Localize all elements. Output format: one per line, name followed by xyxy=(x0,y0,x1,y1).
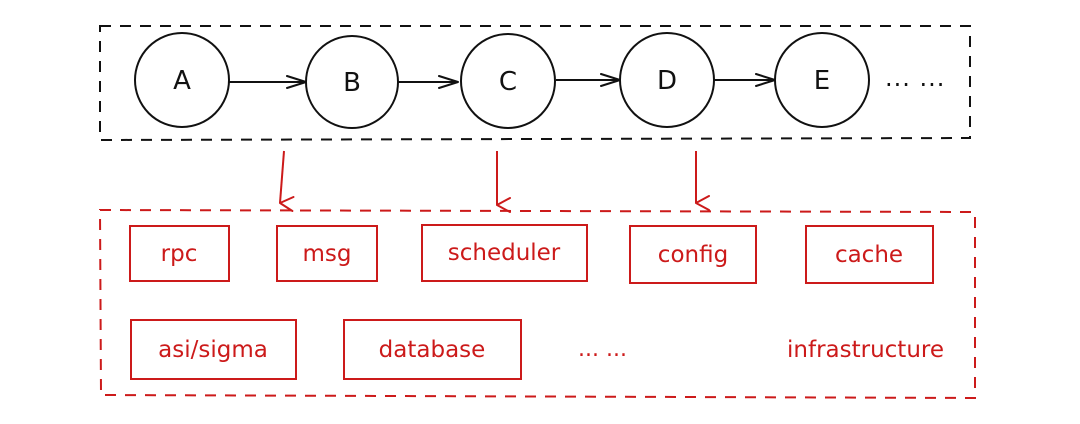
infra-box-config: config xyxy=(629,225,757,284)
infra-box-config-border xyxy=(629,225,757,284)
infra-ellipsis: ... ... xyxy=(578,337,627,362)
infra-box-scheduler-border xyxy=(421,224,588,282)
chain-node-e: E xyxy=(774,32,870,128)
infra-box-asi-sigma-label: asi/sigma xyxy=(158,337,268,363)
infra-box-rpc-border xyxy=(129,225,230,282)
infra-box-msg-label: msg xyxy=(303,241,352,267)
infra-box-rpc-label: rpc xyxy=(161,241,198,267)
chain-node-a-label: A xyxy=(173,66,191,96)
chain-container-border xyxy=(99,25,971,142)
chain-node-b-label: B xyxy=(343,68,361,98)
chain-node-b-circle xyxy=(305,35,399,129)
dependency-arrow-1 xyxy=(279,150,295,212)
chain-node-a-circle xyxy=(134,32,230,128)
chain-node-c-circle xyxy=(460,33,556,129)
infra-box-database-label: database xyxy=(379,337,486,363)
infrastructure-container-border xyxy=(98,208,976,400)
infra-box-msg: msg xyxy=(276,225,378,282)
infra-box-database: database xyxy=(343,319,522,380)
infrastructure-container xyxy=(98,208,976,400)
infra-box-scheduler: scheduler xyxy=(421,224,588,282)
infra-box-asi-sigma: asi/sigma xyxy=(130,319,297,380)
chain-container xyxy=(99,25,971,142)
chain-node-e-label: E xyxy=(814,66,830,96)
chain-node-e-circle xyxy=(774,32,870,128)
infra-box-cache: cache xyxy=(805,225,934,284)
infra-box-msg-border xyxy=(276,225,378,282)
chain-node-c-label: C xyxy=(499,67,517,97)
chain-node-b: B xyxy=(305,35,399,129)
infra-box-asi-sigma-border xyxy=(130,319,297,380)
chain-node-d-circle xyxy=(619,32,715,128)
chain-node-d-label: D xyxy=(657,66,677,96)
infrastructure-caption: infrastructure xyxy=(787,337,944,363)
chain-connectors xyxy=(229,73,776,89)
infra-box-rpc: rpc xyxy=(129,225,230,282)
infra-box-database-border xyxy=(343,319,522,380)
chain-node-d: D xyxy=(619,32,715,128)
infra-box-cache-border xyxy=(805,225,934,284)
infra-box-config-label: config xyxy=(658,242,728,268)
dependency-arrows xyxy=(279,150,710,213)
chain-node-c: C xyxy=(460,33,556,129)
chain-ellipsis: ... ... xyxy=(885,64,945,92)
chain-node-a: A xyxy=(134,32,230,128)
infra-box-cache-label: cache xyxy=(835,242,903,268)
infra-box-scheduler-label: scheduler xyxy=(448,240,561,266)
